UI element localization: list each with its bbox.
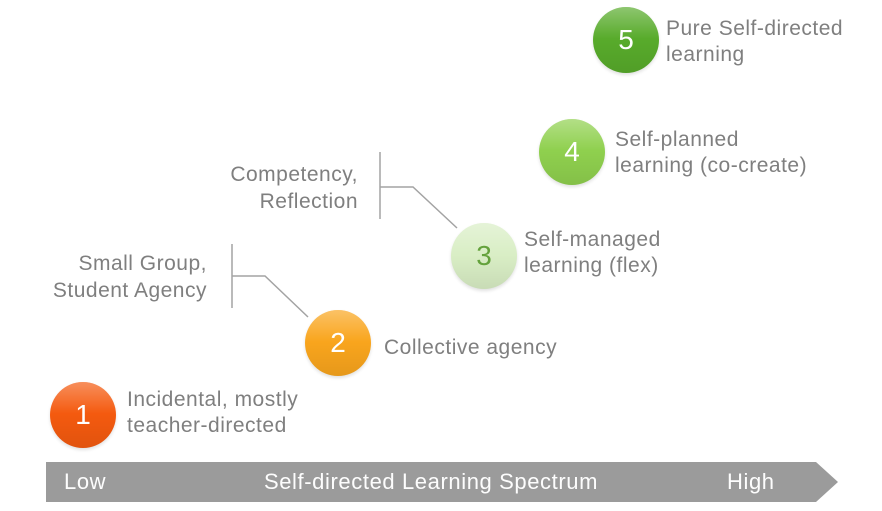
- step-number-3: 3: [476, 240, 492, 271]
- axis-label-high: High: [727, 469, 775, 494]
- annotation-competency-reflection: Competency, Reflection: [230, 163, 358, 213]
- axis-title: Self-directed Learning Spectrum: [263, 469, 599, 494]
- step-circle-2: 2: [305, 310, 371, 376]
- step-number-1: 1: [75, 399, 91, 430]
- step-label-2: Collective agency: [384, 336, 558, 359]
- callout-line-small-group: [232, 275, 309, 318]
- step-number-2: 2: [330, 327, 346, 358]
- step-label-1: Incidental, mostly teacher-directed: [127, 388, 299, 437]
- step-circle-1: 1: [50, 382, 116, 448]
- step-circle-4: 4: [539, 119, 605, 185]
- step-label-3: Self-managed learning (flex): [524, 228, 661, 277]
- spectrum-axis-arrow-icon: [816, 462, 838, 502]
- step-label-4: Self-planned learning (co-create): [615, 128, 808, 177]
- step-label-5: Pure Self-directed learning: [666, 17, 844, 66]
- spectrum-axis-bar: [46, 462, 816, 502]
- callout-line-competency: [380, 186, 458, 229]
- step-number-5: 5: [618, 24, 634, 55]
- step-circle-5: 5: [593, 7, 659, 73]
- axis-label-low: Low: [64, 469, 107, 494]
- annotation-small-group-student-agency: Small Group, Student Agency: [52, 252, 207, 302]
- step-circle-3: 3: [451, 223, 517, 289]
- step-number-4: 4: [564, 136, 580, 167]
